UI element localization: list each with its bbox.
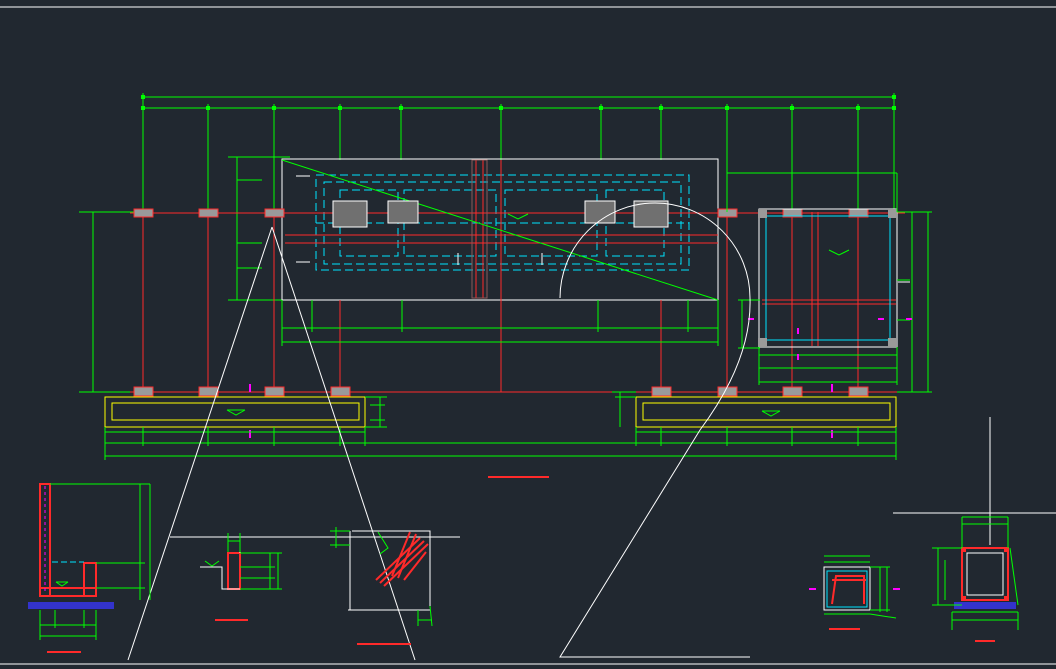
detail-rebar-corner [330,527,433,645]
yellow-trenches [104,396,897,428]
crane-beam [471,159,488,299]
detail-small-pit [809,555,900,630]
detail-column-section [932,516,1019,642]
trench-level-symbols [226,213,781,417]
right-pit [758,208,898,348]
columns-top-row [133,208,869,218]
detail-wall-section [28,483,151,653]
centerlines [130,160,905,393]
left-dimension-chain [79,156,290,393]
columns-bottom-row [133,386,869,397]
detail-beam-section [200,533,282,621]
detail-callouts [127,202,1056,661]
diagonal-reference-line [281,159,719,301]
equipment-outline [281,158,719,301]
plan-tick-marks [296,175,910,283]
top-dimension-ticks [141,95,896,110]
bottom-dimension-chain [104,300,897,460]
top-dimension-chain [142,93,895,212]
equipment-blocks [332,200,669,228]
plan-view [79,93,932,478]
right-pit-dimensions [726,172,932,393]
section-markers [249,318,912,438]
